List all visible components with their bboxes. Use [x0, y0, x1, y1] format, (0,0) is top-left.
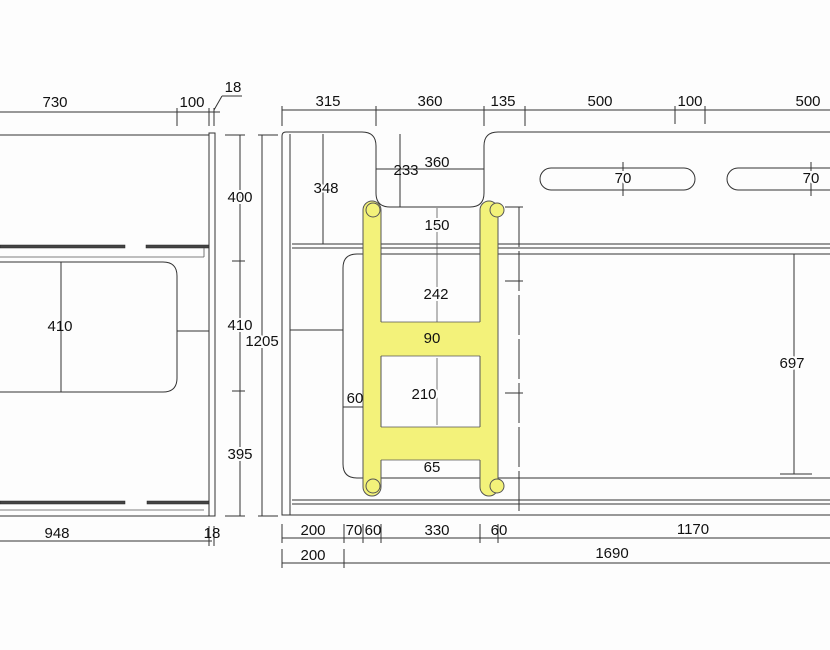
bolt-hole-icon: [489, 478, 505, 494]
dim-697: 697: [779, 355, 804, 372]
side-opening: [0, 261, 178, 393]
dim-1690: 1690: [595, 545, 628, 562]
bolt-hole-icon: [489, 202, 505, 218]
dim-18-top: 18: [225, 79, 242, 96]
side-view: 730 100 18 410 948 18 400 410 395: [0, 79, 281, 546]
bottom-dim-ticks: [281, 524, 499, 543]
slot-handle: [726, 167, 830, 191]
upper-shelf-bar: [0, 244, 126, 249]
dim-65: 65: [424, 459, 441, 476]
dim-233: 233: [393, 162, 418, 179]
dim-70-slot-right: 70: [803, 170, 820, 187]
cavity-outline: [342, 253, 830, 479]
ladder: [362, 200, 505, 497]
dim-242: 242: [423, 286, 448, 303]
dim-70: 70: [346, 522, 363, 539]
dim-395: 395: [227, 446, 252, 463]
bolt-hole-icon: [365, 202, 381, 218]
dim-730: 730: [42, 94, 67, 111]
front-view: 315 360 135 500 100 500 348 233 360 70 7…: [281, 93, 830, 568]
dim-1205: 1205: [245, 333, 278, 350]
side-panel-18: [208, 132, 216, 517]
dim-400: 400: [227, 189, 252, 206]
slot-handle: [539, 167, 696, 191]
dim-360: 360: [417, 93, 442, 110]
leader-line: [213, 95, 223, 111]
dim-315: 315: [315, 93, 340, 110]
dim-150: 150: [424, 217, 449, 234]
dim-100: 100: [179, 94, 204, 111]
dim-200: 200: [300, 522, 325, 539]
top-dim-ticks: [281, 106, 706, 126]
dim-500-right: 500: [795, 93, 820, 110]
lower-shelf-bar: [0, 500, 126, 505]
bolt-hole-icon: [365, 478, 381, 494]
dim-410: 410: [227, 317, 252, 334]
dim-100: 100: [677, 93, 702, 110]
dim-948: 948: [44, 525, 69, 542]
dim-330: 330: [424, 522, 449, 539]
dim-1170: 1170: [677, 521, 709, 538]
dim-70-slot: 70: [615, 170, 632, 187]
dim-18-bottom: 18: [204, 525, 221, 542]
dim-135: 135: [490, 93, 515, 110]
dim-410-opening: 410: [47, 318, 72, 335]
dim-210: 210: [411, 386, 436, 403]
ladder-rung-lower: [376, 427, 486, 460]
dim-90: 90: [424, 330, 441, 347]
ladder-rung-upper: [376, 322, 486, 356]
dim-60-side: 60: [347, 390, 364, 407]
dim-60-right: 60: [491, 522, 508, 539]
dim-500: 500: [587, 93, 612, 110]
dim-200-row2: 200: [300, 547, 325, 564]
dim-348: 348: [313, 180, 338, 197]
lower-shelf-bar: [146, 500, 210, 505]
upper-shelf-bar: [145, 244, 210, 249]
front-panel-outline: [281, 131, 830, 516]
dim-60-left: 60: [365, 522, 382, 539]
dim-360-notch: 360: [424, 154, 449, 171]
